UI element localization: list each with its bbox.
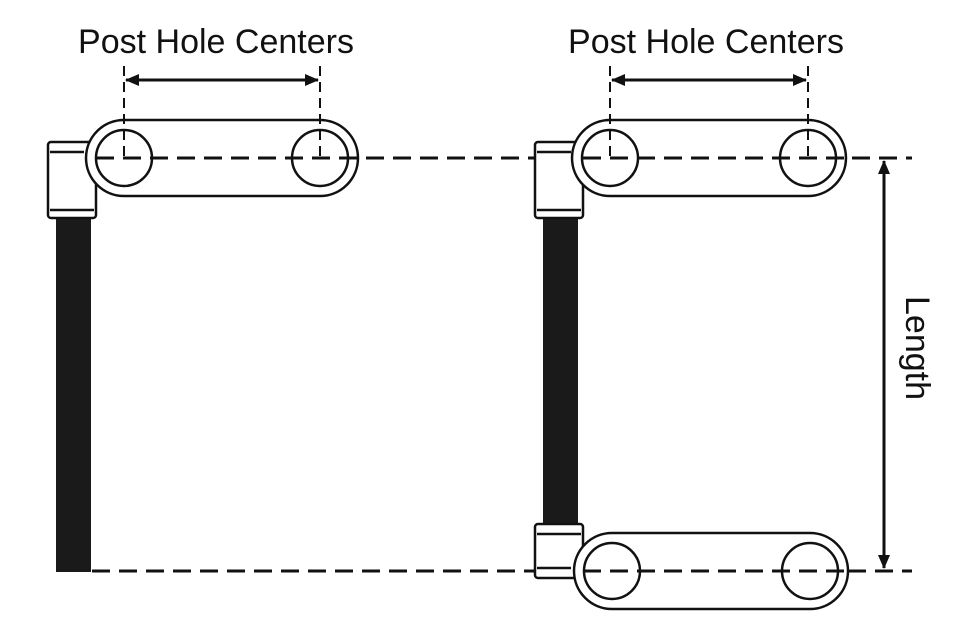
right-bottom-collar <box>533 522 585 580</box>
right-top-bracket-arm <box>570 118 848 198</box>
left-assembly: Post Hole Centers <box>46 23 360 572</box>
left-post <box>56 218 91 572</box>
right-assembly: Post Hole Centers <box>533 23 852 611</box>
length-dimension: Length <box>878 160 936 569</box>
length-label: Length <box>898 296 936 400</box>
right-post <box>543 218 578 526</box>
left-dimension-label: Post Hole Centers <box>78 23 354 61</box>
reference-lines <box>92 156 912 573</box>
right-dimension-label: Post Hole Centers <box>568 23 844 61</box>
